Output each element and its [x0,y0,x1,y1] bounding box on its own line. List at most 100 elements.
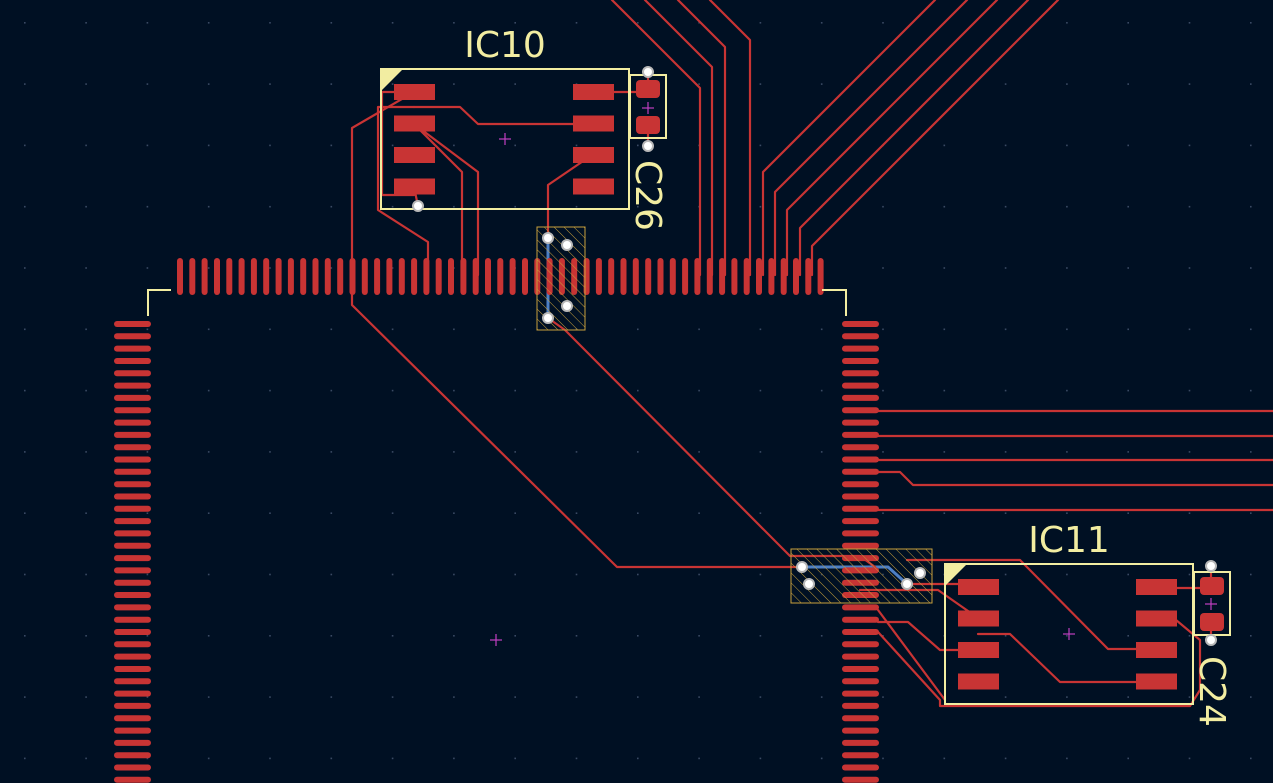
trace-bus-3[interactable] [676,0,727,277]
main-ic-pad[interactable] [423,258,430,295]
via-ring-icon[interactable] [542,312,554,324]
main-ic-pad[interactable] [177,258,183,295]
trace-ic10-7[interactable] [546,153,594,240]
main-ic-pad[interactable] [114,764,151,771]
footprint-c26[interactable]: C26 [627,74,668,231]
main-ic-pad[interactable] [189,258,196,295]
main-ic-pad[interactable] [842,727,879,734]
main-ic-pad[interactable] [842,493,879,500]
main-ic-pad[interactable] [460,258,467,295]
trace-bus-7[interactable] [785,0,999,277]
main-ic-pad[interactable] [114,431,151,438]
main-ic-pad[interactable] [114,542,151,549]
c26-pad-2[interactable] [636,116,660,134]
main-ic-pad[interactable] [114,394,151,401]
main-ic-pad[interactable] [842,542,879,549]
trace-bus-5[interactable] [761,0,937,277]
main-ic-pad[interactable] [114,382,151,389]
main-ic-pad[interactable] [817,258,824,295]
main-ic-pad[interactable] [756,258,762,295]
main-ic-pad[interactable] [114,715,151,722]
main-ic-pad[interactable] [114,567,151,574]
main-ic-pad[interactable] [114,481,151,488]
main-ic-pad[interactable] [842,468,879,475]
ic11-pad-left[interactable] [958,610,999,627]
c24-pad-1[interactable] [1200,577,1224,595]
main-ic-pad[interactable] [114,727,151,734]
main-ic-pad[interactable] [361,258,368,295]
main-ic-pad[interactable] [682,258,689,295]
main-ic-pad[interactable] [485,258,491,295]
main-ic-pad[interactable] [114,579,151,586]
main-ic-pad[interactable] [114,407,151,414]
main-ic-pad[interactable] [842,370,879,377]
main-ic-pad[interactable] [731,258,738,295]
main-ic-pad[interactable] [842,739,879,746]
main-ic-pad[interactable] [842,505,879,512]
ic10-pad-left[interactable] [394,178,435,195]
main-ic-pad[interactable] [114,419,151,426]
via-ring-icon[interactable] [901,578,913,590]
main-ic-pad[interactable] [842,382,879,389]
ic11-pad-right[interactable] [1136,610,1177,627]
trace-right-4[interactable] [858,470,1273,487]
ic11-pad-left[interactable] [958,673,999,690]
main-ic-pad[interactable] [114,629,151,635]
main-ic-pad[interactable] [114,358,151,364]
trace-ic11-6[interactable] [876,618,1202,708]
main-ic-pad[interactable] [842,653,879,660]
main-ic-pad[interactable] [842,776,879,783]
trace-ic10-6[interactable] [350,90,804,569]
trace-bus-2[interactable] [643,0,714,277]
trace-ic10-5[interactable] [412,122,480,277]
main-ic-pad[interactable] [448,258,454,295]
ic10-pad-right[interactable] [573,147,614,163]
main-ic-pad[interactable] [842,764,879,771]
main-ic-pad[interactable] [114,555,151,562]
via-ring-icon[interactable] [412,200,424,212]
main-ic-pad[interactable] [842,456,879,463]
main-ic-pad[interactable] [842,394,879,401]
main-ic-pad[interactable] [805,258,812,295]
trace-bus-6[interactable] [773,0,969,277]
main-ic-pad[interactable] [114,641,151,648]
main-ic-pad[interactable] [349,258,356,295]
c24-pad-2[interactable] [1200,613,1224,631]
main-ic-pad[interactable] [114,616,151,623]
ic10-pad-right[interactable] [573,84,614,100]
trace-bus-9[interactable] [810,0,1060,277]
main-ic-pad[interactable] [250,258,257,295]
ic10-pad-left[interactable] [394,115,435,132]
footprint-ic10[interactable]: IC10 [380,25,630,210]
main-ic-pad[interactable] [114,468,151,475]
ic11-pad-right[interactable] [1136,673,1177,690]
ic10-pad-right[interactable] [573,115,614,132]
main-ic-pad[interactable] [608,258,615,295]
main-ic-pad[interactable] [719,258,726,295]
main-ic-pad[interactable] [842,641,879,648]
main-ic-pad[interactable] [114,345,151,352]
main-ic-pad[interactable] [706,258,713,295]
main-ic-pad[interactable] [842,333,879,340]
main-ic-pad[interactable] [509,258,516,295]
trace-ic10-2[interactable] [412,105,594,126]
main-ic-pad[interactable] [238,258,245,295]
ic10-pad-left[interactable] [394,147,435,163]
main-ic-pad[interactable] [114,321,151,327]
main-ic-pad[interactable] [312,258,319,295]
via-ring-icon[interactable] [1205,560,1217,572]
main-ic-pad[interactable] [114,666,151,672]
via-ring-icon[interactable] [803,578,815,590]
main-ic-pad[interactable] [620,258,627,295]
main-ic-pad[interactable] [842,616,879,623]
main-ic-pad[interactable] [842,407,879,414]
main-ic-pad[interactable] [793,258,799,295]
main-ic-pad[interactable] [842,431,879,438]
main-ic-pad[interactable] [645,258,652,295]
main-ic-pad[interactable] [114,444,151,451]
main-ic-pad[interactable] [114,678,151,685]
main-ic-pad[interactable] [842,419,879,426]
courtyard-zone-2[interactable] [790,548,933,604]
main-ic-pad[interactable] [287,258,294,295]
main-ic-pad[interactable] [522,258,528,295]
